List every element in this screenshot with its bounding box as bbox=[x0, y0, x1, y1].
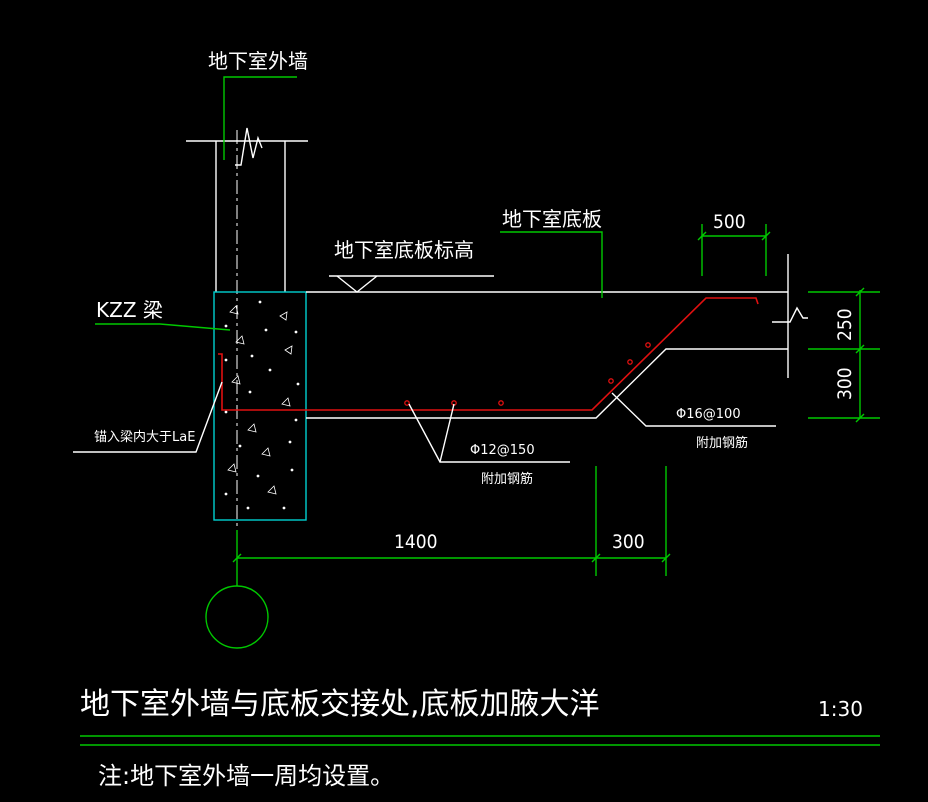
dim-300-horizontal: 300 bbox=[612, 531, 645, 553]
drawing-scale: 1:30 bbox=[818, 697, 863, 721]
slab-label: 地下室底板 bbox=[502, 207, 602, 231]
rebar-2-spec: Φ16@100 bbox=[676, 407, 741, 422]
dim-500: 500 bbox=[713, 211, 746, 233]
rebar-dots bbox=[404, 342, 651, 406]
dimension-lines bbox=[95, 76, 880, 649]
anchor-label: 锚入梁内大于LaE bbox=[94, 429, 195, 445]
dim-300-vertical: 300 bbox=[834, 367, 856, 400]
slab-outline bbox=[306, 254, 808, 419]
wall-label: 地下室外墙 bbox=[208, 49, 308, 73]
rebar bbox=[218, 297, 759, 411]
rebar-1-spec: Φ12@150 bbox=[470, 443, 535, 458]
basement-wall bbox=[186, 127, 308, 560]
rebar-1-note: 附加钢筋 bbox=[481, 471, 533, 487]
leaders bbox=[73, 381, 776, 463]
drawing-title: 地下室外墙与底板交接处,底板加腋大洋 bbox=[80, 687, 600, 722]
rebar-2-note: 附加钢筋 bbox=[696, 435, 748, 451]
dim-1400: 1400 bbox=[394, 531, 438, 553]
dim-250: 250 bbox=[834, 308, 856, 341]
slab-level-label: 地下室底板标高 bbox=[334, 238, 474, 262]
concrete-hatch bbox=[224, 300, 300, 510]
beam-label: KZZ 梁 bbox=[96, 298, 163, 322]
kzz-beam bbox=[213, 291, 307, 521]
drawing-note: 注:地下室外墙一周均设置。 bbox=[98, 762, 394, 790]
axis-bubble bbox=[205, 585, 269, 649]
